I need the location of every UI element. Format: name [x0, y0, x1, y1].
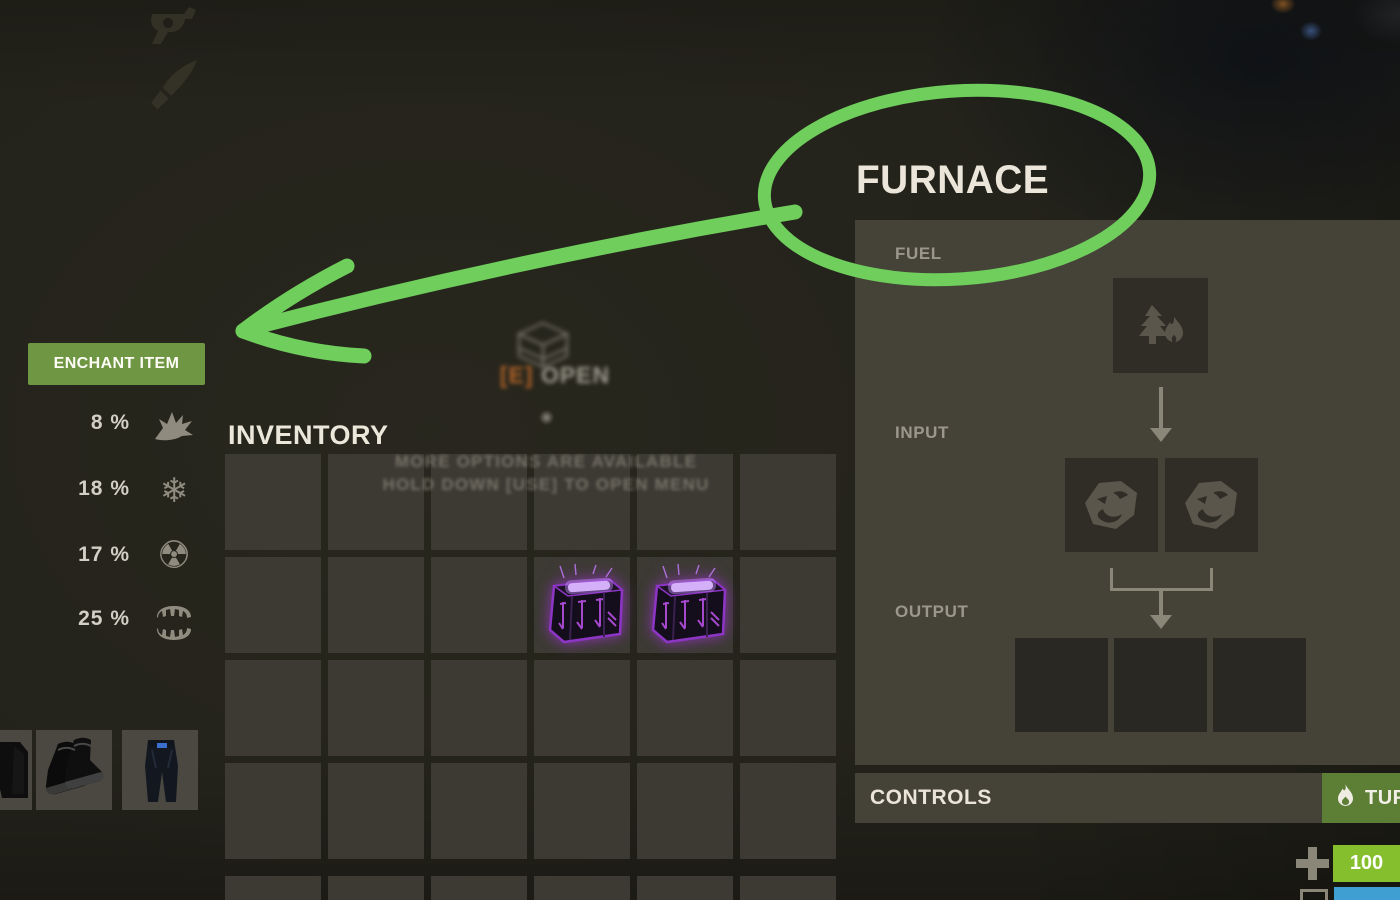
input-slot[interactable] — [1065, 458, 1158, 552]
inventory-slot[interactable] — [534, 454, 630, 550]
controls-bar: CONTROLS — [855, 773, 1322, 823]
inventory-slot[interactable] — [225, 660, 321, 756]
cold-percent: 18 % — [78, 477, 130, 500]
plus-icon[interactable] — [1296, 847, 1329, 880]
snowflake-icon: ❄ — [159, 471, 189, 511]
ghost-notice-line1: MORE OPTIONS ARE AVAILABLE — [394, 452, 698, 471]
inventory-slot[interactable] — [534, 763, 630, 859]
furnace-title: FURNACE — [856, 158, 1050, 202]
turn-on-button[interactable]: TUR — [1322, 773, 1400, 823]
fuel-slot[interactable] — [1113, 278, 1208, 373]
bite-icon — [150, 605, 198, 646]
inventory-slot[interactable] — [431, 454, 527, 550]
prompt-dot — [539, 410, 554, 425]
enchant-item-label: ENCHANT ITEM — [53, 355, 180, 372]
equip-slot-pants[interactable] — [122, 730, 198, 810]
explosion-percent: 8 % — [90, 411, 130, 434]
enchant-item-button[interactable]: ENCHANT ITEM — [28, 343, 205, 385]
revolver-icon — [146, 4, 204, 49]
output-label: OUTPUT — [895, 602, 969, 621]
inventory-slot[interactable] — [637, 763, 733, 859]
input-label: INPUT — [895, 423, 949, 442]
inventory-slot[interactable] — [328, 660, 424, 756]
inventory-slot[interactable] — [740, 660, 836, 756]
stat-row-cold: 18 % ❄ — [0, 473, 210, 517]
equip-slot-boots[interactable] — [36, 730, 112, 810]
secondary-badge — [1334, 887, 1400, 900]
inventory-slot[interactable] — [225, 454, 321, 550]
output-flow-arrow — [1159, 590, 1163, 616]
radiation-icon: ☢ — [156, 533, 192, 577]
stat-row-radiation: 17 % ☢ — [0, 536, 210, 583]
wood-icon — [1138, 304, 1183, 344]
metal-ore-icon — [1184, 481, 1237, 529]
quantity-value: 100 — [1349, 852, 1384, 874]
inventory-slot[interactable] — [740, 763, 836, 859]
inventory-slot[interactable] — [431, 763, 527, 859]
inventory-slot[interactable] — [637, 454, 733, 550]
turn-on-label: TUR — [1365, 786, 1400, 809]
belt-slot[interactable] — [328, 876, 424, 900]
checkbox-icon[interactable] — [1300, 889, 1328, 900]
fuel-flow-arrow — [1159, 387, 1163, 429]
ghost-options-notice: MORE OPTIONS ARE AVAILABLE HOLD DOWN [US… — [330, 450, 762, 496]
item-mystery-crate[interactable] — [641, 560, 733, 652]
inventory-slot[interactable] — [431, 660, 527, 756]
inventory-slot[interactable] — [431, 557, 527, 653]
inventory-slot[interactable] — [328, 763, 424, 859]
input-slot[interactable] — [1165, 458, 1258, 552]
belt-slot[interactable] — [637, 876, 733, 900]
controls-label: CONTROLS — [870, 786, 992, 809]
inventory-slot[interactable] — [534, 660, 630, 756]
inventory-title: INVENTORY — [228, 420, 389, 450]
radiation-percent: 17 % — [78, 543, 130, 566]
flame-icon — [1337, 784, 1354, 812]
fuel-flow-arrowhead — [1150, 428, 1172, 442]
output-slot[interactable] — [1114, 638, 1207, 732]
open-prompt: [E] OPEN — [485, 362, 625, 389]
inventory-slot[interactable] — [225, 557, 321, 653]
belt-slot[interactable] — [225, 876, 321, 900]
inventory-slot[interactable] — [740, 454, 836, 550]
prompt-action: OPEN — [540, 362, 611, 388]
bite-percent: 25 % — [78, 607, 130, 630]
belt-slot[interactable] — [740, 876, 836, 900]
input-join-bar — [1110, 588, 1213, 591]
input-join-left — [1110, 568, 1113, 591]
knife-icon — [145, 53, 203, 119]
output-slot[interactable] — [1213, 638, 1306, 732]
fuel-label: FUEL — [895, 244, 942, 263]
belt-slot[interactable] — [431, 876, 527, 900]
inventory-slot[interactable] — [225, 763, 321, 859]
output-flow-arrowhead — [1150, 615, 1172, 629]
inventory-slot[interactable] — [740, 557, 836, 653]
inventory-slot[interactable] — [637, 660, 733, 756]
ghost-notice-line2: HOLD DOWN [USE] TO OPEN MENU — [382, 475, 710, 494]
output-slot[interactable] — [1015, 638, 1108, 732]
prompt-key: [E] — [499, 362, 534, 388]
metal-ore-icon — [1084, 481, 1137, 529]
equip-slot-jacket[interactable] — [0, 730, 32, 810]
furnace-panel: FUEL INPUT — [855, 220, 1400, 765]
input-join-right — [1210, 568, 1213, 591]
stat-row-explosion: 8 % — [0, 411, 210, 451]
item-mystery-crate[interactable] — [538, 560, 630, 652]
belt-slot[interactable] — [534, 876, 630, 900]
inventory-slot[interactable] — [328, 557, 424, 653]
explosion-icon — [150, 411, 198, 446]
quantity-badge: 100 — [1333, 845, 1400, 882]
stat-row-bite: 25 % — [0, 605, 210, 647]
inventory-slot[interactable] — [328, 454, 424, 550]
